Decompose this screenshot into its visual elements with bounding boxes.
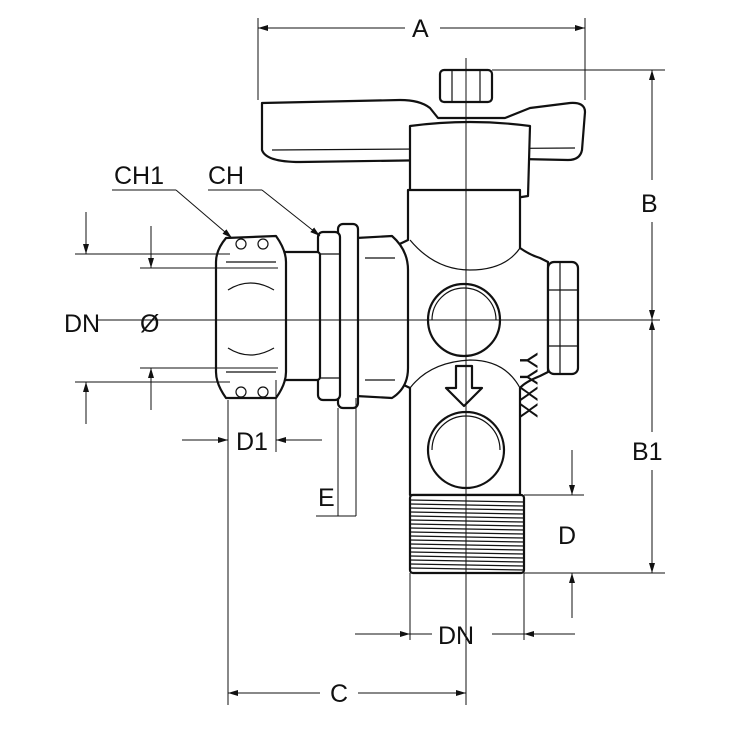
- svg-text:D: D: [558, 522, 576, 550]
- thread-line: [409, 539, 525, 543]
- thread-line: [409, 523, 525, 527]
- svg-text:CH: CH: [208, 162, 244, 190]
- side-cap: [546, 260, 580, 376]
- leader-CH: CH: [208, 162, 321, 237]
- svg-text:DN: DN: [438, 622, 474, 650]
- dim-DN-left: DN: [64, 212, 230, 424]
- thread-line: [409, 499, 525, 503]
- body-marking: YYXX: [514, 352, 542, 419]
- thread-line: [409, 559, 525, 563]
- svg-text:DN: DN: [64, 310, 100, 338]
- thread-line: [409, 563, 525, 567]
- dim-diameter: Ø: [140, 226, 278, 410]
- svg-text:D1: D1: [236, 428, 268, 456]
- thread-line: [409, 551, 525, 555]
- thread-line: [409, 515, 525, 519]
- svg-text:B: B: [641, 190, 658, 218]
- dim-D1: D1: [182, 380, 322, 456]
- thread-line: [409, 511, 525, 515]
- dim-D: D: [524, 450, 584, 618]
- dim-B1: B1: [524, 320, 665, 574]
- centerlines: [96, 58, 660, 600]
- thread-line: [409, 567, 525, 571]
- svg-text:Ø: Ø: [140, 310, 159, 338]
- union-connector: [214, 222, 410, 410]
- flow-arrow: [444, 364, 484, 408]
- thread-line: [409, 503, 525, 507]
- thread-line: [409, 555, 525, 559]
- thread-line: [409, 531, 525, 535]
- svg-text:B1: B1: [632, 438, 663, 466]
- thread-line: [409, 519, 525, 523]
- svg-text:A: A: [412, 15, 429, 43]
- thread-line: [409, 535, 525, 539]
- svg-text:C: C: [330, 680, 348, 708]
- svg-text:CH1: CH1: [114, 162, 164, 190]
- leader-CH1: CH1: [112, 162, 233, 239]
- thread-line: [409, 543, 525, 547]
- dim-DN-bottom: DN: [355, 573, 575, 650]
- svg-text:E: E: [318, 484, 335, 512]
- dim-A: A: [257, 15, 586, 100]
- thread-line: [409, 547, 525, 551]
- thread-line: [409, 527, 525, 531]
- dim-B: B: [492, 69, 665, 320]
- thread-line: [409, 507, 525, 511]
- threaded-outlet: [408, 493, 526, 575]
- dim-E: E: [316, 398, 357, 517]
